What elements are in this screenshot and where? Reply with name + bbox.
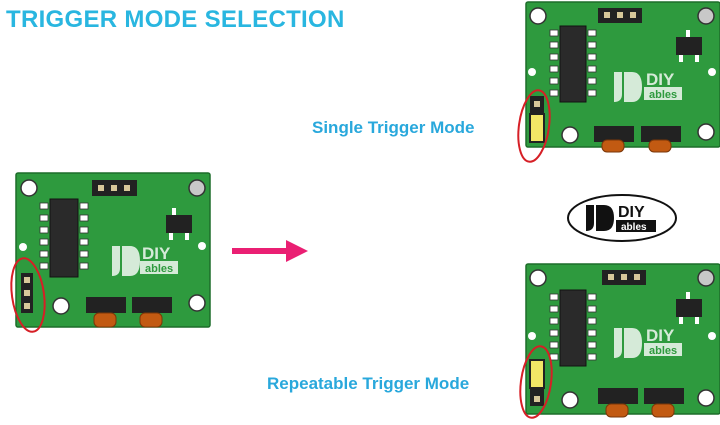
diyables-logo: DIY ables (567, 194, 677, 242)
board-brand-ables: ables (649, 89, 677, 101)
jumper-cap (529, 359, 545, 389)
potentiometer-right (132, 297, 172, 328)
jumper-highlight (10, 257, 46, 333)
mounting-hole (697, 389, 715, 407)
board-brand-diy: DIY (646, 326, 675, 345)
board-logo: DIY ables (614, 70, 682, 102)
board-brand-ables: ables (145, 263, 173, 275)
diagram-title: TRIGGER MODE SELECTION (6, 6, 345, 33)
board-brand-diy: DIY (142, 244, 171, 263)
pir-module-repeatable-trigger: DIY ables (519, 263, 720, 419)
mounting-hole (188, 294, 206, 312)
potentiometer-left (598, 388, 638, 418)
pir-module-single-trigger: DIY ables (517, 1, 720, 163)
mounting-hole (20, 179, 38, 197)
single-trigger-label: Single Trigger Mode (312, 118, 475, 137)
potentiometer-left (594, 126, 634, 153)
transistor (166, 208, 192, 240)
jumper-cap (529, 113, 545, 143)
board-brand-ables: ables (649, 345, 677, 357)
mounting-hole (529, 269, 547, 287)
jumper-highlight (517, 89, 551, 163)
logo-brand-ables: ables (621, 222, 647, 233)
ic-chip (549, 289, 597, 367)
board-brand-diy: DIY (646, 70, 675, 89)
logo-brand-diy: DIY (618, 204, 645, 221)
arrow-right (232, 240, 308, 262)
repeatable-trigger-label: Repeatable Trigger Mode (267, 374, 470, 393)
transistor (676, 30, 702, 62)
transistor (676, 292, 702, 324)
mounting-hole (561, 391, 579, 409)
mounting-hole (529, 7, 547, 25)
potentiometer-right (641, 126, 681, 153)
ic-chip (39, 198, 89, 278)
mounting-hole (697, 123, 715, 141)
board-logo: DIY ables (112, 244, 178, 276)
potentiometer-right (644, 388, 684, 418)
mounting-hole (52, 297, 70, 315)
ic-chip (549, 25, 597, 103)
mounting-hole (561, 126, 579, 144)
trigger-jumper-header (21, 273, 33, 313)
mounting-hole (188, 179, 206, 197)
pir-module-unset: DIY ables (10, 172, 211, 333)
potentiometer-left (86, 297, 126, 328)
jumper-highlight (519, 345, 553, 419)
board-logo: DIY ables (614, 326, 682, 358)
mounting-hole (697, 7, 715, 25)
mounting-hole (697, 269, 715, 287)
